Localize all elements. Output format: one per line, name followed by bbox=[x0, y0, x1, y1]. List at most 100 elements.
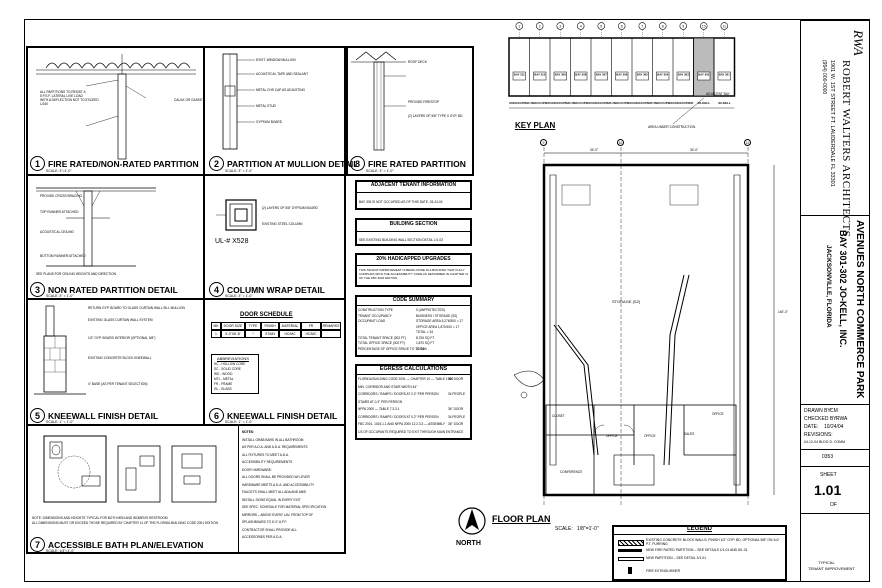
door-schedule-cell: HC/MC bbox=[301, 330, 321, 338]
detail-2-note: EXIST. WINDOW MULLION bbox=[256, 58, 296, 62]
code-row-value: 1,870 SQ FT bbox=[416, 341, 435, 345]
key-plan-bay-tag bbox=[512, 71, 526, 81]
detail-3-note: ACOUSTICAL CEILING bbox=[40, 230, 74, 234]
grid-bubble: 9 bbox=[540, 139, 547, 146]
code-row-value: OFFICE AREA 1,870/100 = 17 bbox=[416, 324, 460, 329]
key-plan-grid-label: 2 bbox=[539, 24, 541, 28]
key-plan-grid-bubble bbox=[659, 22, 667, 30]
key-plan-grid-bubble bbox=[577, 22, 585, 30]
code-summary-title: CODE SUMMARY bbox=[392, 297, 435, 303]
key-plan-grid-bubble bbox=[679, 22, 687, 30]
divider bbox=[238, 426, 239, 554]
detail-number: 7 bbox=[30, 537, 45, 552]
key-plan-tenant-label: JO-KELL bbox=[697, 101, 710, 105]
abbreviation-item: WD - WOOD bbox=[214, 372, 233, 376]
divider bbox=[355, 231, 472, 232]
architect-address: 1901 W. 1ST STREET FT. LAUDERDALE FL 333… bbox=[829, 60, 835, 187]
abbreviation-item: FR - FRAME bbox=[214, 382, 233, 386]
detail-number: 2 bbox=[209, 156, 224, 171]
detail-1-title: 1 FIRE RATED/NON-RATED PARTITION bbox=[30, 156, 199, 171]
room-label-storage: STORAGE (S2) bbox=[612, 299, 641, 304]
egress-row-value: 34 PEOPLE bbox=[448, 414, 466, 419]
key-plan-bay-label: BAY 306 bbox=[616, 73, 627, 77]
detail-number: 4 bbox=[209, 282, 224, 297]
key-plan-grid-label: 8 bbox=[662, 24, 664, 28]
detail-5-note: EXISTING CONCRETE BLOCK KNEEWALL bbox=[88, 356, 152, 360]
key-plan-bay-label: BAY 310 bbox=[534, 73, 545, 77]
key-plan-title: KEY PLAN bbox=[515, 121, 556, 130]
divider bbox=[800, 466, 870, 467]
general-note: AS PER A.D.A. AND A.D.A. REQUIREMENTS bbox=[242, 445, 308, 449]
general-note: ALL FIXTURES TO MEET A.D.A. bbox=[242, 452, 289, 457]
detail-4-title: 4 COLUMN WRAP DETAIL bbox=[209, 282, 325, 297]
door-schedule-cell: 1 bbox=[211, 330, 221, 338]
code-row-value: II (UNPROTECTED) bbox=[416, 308, 446, 312]
key-plan-bay-tag bbox=[574, 71, 588, 81]
detail-2-note: GYPSUM BOARD bbox=[256, 120, 283, 124]
code-row-label: PERCENTAGE OF OFFICE SPACE TO TOTAL bbox=[358, 346, 426, 351]
divider bbox=[26, 174, 346, 176]
egress-row-value: 36" DOOR bbox=[448, 422, 464, 426]
egress-row-label: FBC 2001, 1015.1.1 AND NFPA 2000 12.2.3.… bbox=[358, 422, 446, 426]
drawn-by-value: CM bbox=[830, 408, 838, 414]
key-plan-tenant-label: UNOCCUPIED bbox=[591, 101, 612, 105]
detail-7-note: ALL DIMENSIONS MUST OR EXCEED THOSE REQU… bbox=[32, 521, 218, 525]
general-note: SEE SPEC. SCHEDULE FOR MATERIAL SPECIFIC… bbox=[242, 505, 327, 509]
detail-number: 1 bbox=[30, 156, 45, 171]
drawn-by-label: DRAWN BY: bbox=[804, 408, 832, 414]
key-plan-grid-bubble bbox=[638, 22, 646, 30]
code-row-value: 21.74% bbox=[416, 346, 427, 351]
detail-1-note: 5 P.S.F. LATERAL LIVE LOAD bbox=[40, 94, 83, 98]
detail-4-note: EXISTING STEEL COLUMN bbox=[262, 222, 303, 226]
divider bbox=[203, 46, 205, 426]
code-row-label: TOTAL OFFICE SPACE (302 FT) bbox=[358, 341, 405, 345]
divider bbox=[355, 192, 472, 193]
door-schedule-cell bbox=[321, 330, 341, 338]
detail-4-ul-number: UL-# X528 bbox=[215, 238, 249, 245]
key-plan-bay-label: BAY 311 bbox=[514, 73, 525, 77]
key-plan-tenant-label: UNOCCUPIED bbox=[673, 101, 694, 105]
detail-title-text: NON RATED PARTITION DETAIL bbox=[48, 284, 178, 295]
key-plan-bay-label: BAY 301 bbox=[719, 73, 730, 77]
abbreviation-item: HC - HOLLOW CORE bbox=[214, 362, 246, 366]
north-arrow-icon bbox=[458, 507, 486, 535]
key-plan-bay-tag bbox=[656, 71, 670, 81]
detail-2-scale: SCALE: 3" = 1'-0" bbox=[225, 169, 253, 173]
detail-2-note: ACOUSTICAL TAPE AND SEALANT bbox=[256, 72, 309, 76]
door-schedule-cell: 3'-0"X6'-8" bbox=[221, 330, 245, 338]
code-row-label: TOTAL TENANT SPACE (302 FT) bbox=[358, 335, 406, 340]
detail-title-text: FIRE RATED PARTITION bbox=[368, 158, 466, 169]
title-block bbox=[800, 20, 870, 582]
key-plan-grid-label: 10 bbox=[702, 24, 706, 28]
detail-3-note: PROVIDE CROSS BRACING bbox=[40, 194, 82, 198]
key-plan-bay-tag bbox=[553, 71, 567, 81]
legend-swatch bbox=[618, 557, 644, 561]
fire-extinguisher-icon bbox=[628, 567, 632, 574]
legend-item: NEW FIRE RATED PARTITION – SEE DETAILS 1… bbox=[646, 548, 748, 552]
general-note: CONTRACTOR SHALL PROVIDE ALL bbox=[242, 527, 297, 532]
architect-initials: RWA bbox=[851, 30, 866, 56]
general-note: HARDWARE MEETS A.D.A. AND ACCESSIBILITY bbox=[242, 482, 315, 487]
key-plan-grid-bubble bbox=[597, 22, 605, 30]
key-plan-grid-label: 9 bbox=[682, 24, 684, 28]
checked-by-label: CHECKED BY: bbox=[804, 416, 838, 422]
detail-2-note: METAL CHS CAP AS ADJUSTING bbox=[256, 88, 306, 92]
detail-grid-frame bbox=[26, 46, 346, 554]
general-note: ACCESSORIES PER A.D.A. bbox=[242, 535, 283, 539]
general-note: SPLASHBOARD TO 6'-0" A.F.F. bbox=[242, 520, 288, 524]
detail-title-text: PARTITION AT MULLION DETAIL bbox=[227, 158, 359, 169]
door-schedule-header: MATERIAL bbox=[279, 322, 301, 330]
code-row-label: TENANT OCCUPANCY bbox=[358, 313, 392, 318]
room-label-office: OFFICE bbox=[644, 434, 656, 438]
sheet-of: OF bbox=[830, 502, 837, 508]
key-plan-bay-tag bbox=[635, 71, 649, 81]
detail-5-note: EXISTING GLASS CURTAIN WALL SYSTEM bbox=[88, 318, 153, 322]
key-plan-grid-label: 6 bbox=[621, 24, 623, 28]
detail-6-title: 6 KNEEWALL FINISH DETAIL bbox=[209, 408, 337, 423]
door-schedule-header: FINISH bbox=[261, 322, 279, 330]
floor-plan-drawing bbox=[513, 147, 775, 505]
detail-8-frame bbox=[346, 46, 474, 176]
key-plan-bay-tag bbox=[615, 71, 629, 81]
detail-3-note: BOTTOM RUNNER ATTACHED bbox=[40, 254, 86, 258]
